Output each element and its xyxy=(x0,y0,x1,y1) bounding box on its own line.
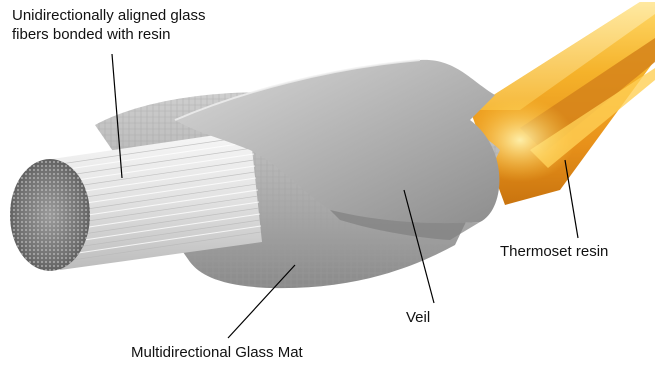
label-veil: Veil xyxy=(406,308,430,327)
label-glass-fibers: Unidirectionally aligned glass fibers bo… xyxy=(12,6,205,44)
label-glass-mat: Multidirectional Glass Mat xyxy=(131,343,303,362)
label-thermoset-resin: Thermoset resin xyxy=(500,242,608,261)
label-glass-fibers-line2: fibers bonded with resin xyxy=(12,25,205,44)
label-glass-fibers-line1: Unidirectionally aligned glass xyxy=(12,6,205,25)
